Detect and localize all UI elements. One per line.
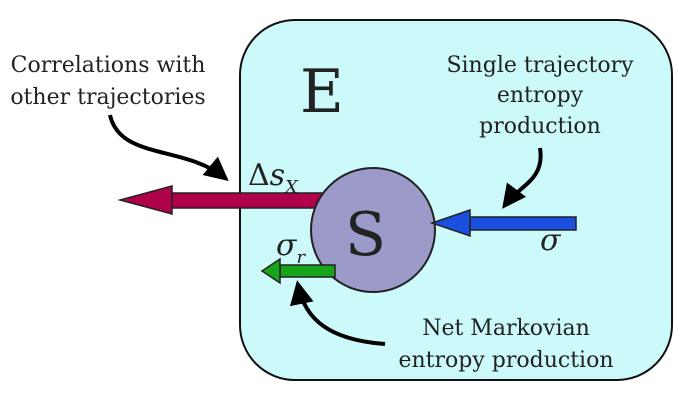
x-subscript: X — [283, 177, 299, 198]
sigma-letter: σ — [540, 223, 562, 258]
markovian-pointer — [290, 280, 386, 346]
single-trajectory-label-line1: Single trajectory — [446, 53, 634, 78]
correlations-label-line1: Correlations with — [11, 53, 206, 78]
s-symbol: s — [270, 158, 285, 193]
r-subscript: r — [296, 247, 306, 268]
environment-letter: E — [300, 57, 344, 127]
correlations-pointer — [108, 114, 229, 182]
sigma-r-symbol: σr — [276, 228, 306, 268]
sigma-r-letter: σ — [276, 228, 298, 263]
single-trajectory-pointer — [502, 147, 543, 209]
markovian-arrow — [260, 257, 336, 285]
single-trajectory-arrow — [429, 208, 577, 238]
sigma-symbol: σ — [540, 223, 562, 258]
single-trajectory-label-line2: entropy — [497, 83, 584, 108]
markovian-label-line2: entropy production — [398, 348, 613, 373]
delta-s-x-symbol: ΔsX — [248, 158, 299, 198]
system-circle — [310, 167, 436, 293]
markovian-label-line1: Net Markovian — [422, 316, 590, 341]
correlations-label-line2: other trajectories — [10, 85, 205, 110]
delta-symbol: Δ — [248, 158, 270, 193]
single-trajectory-label-line3: production — [479, 114, 601, 139]
system-letter: S — [345, 200, 386, 270]
